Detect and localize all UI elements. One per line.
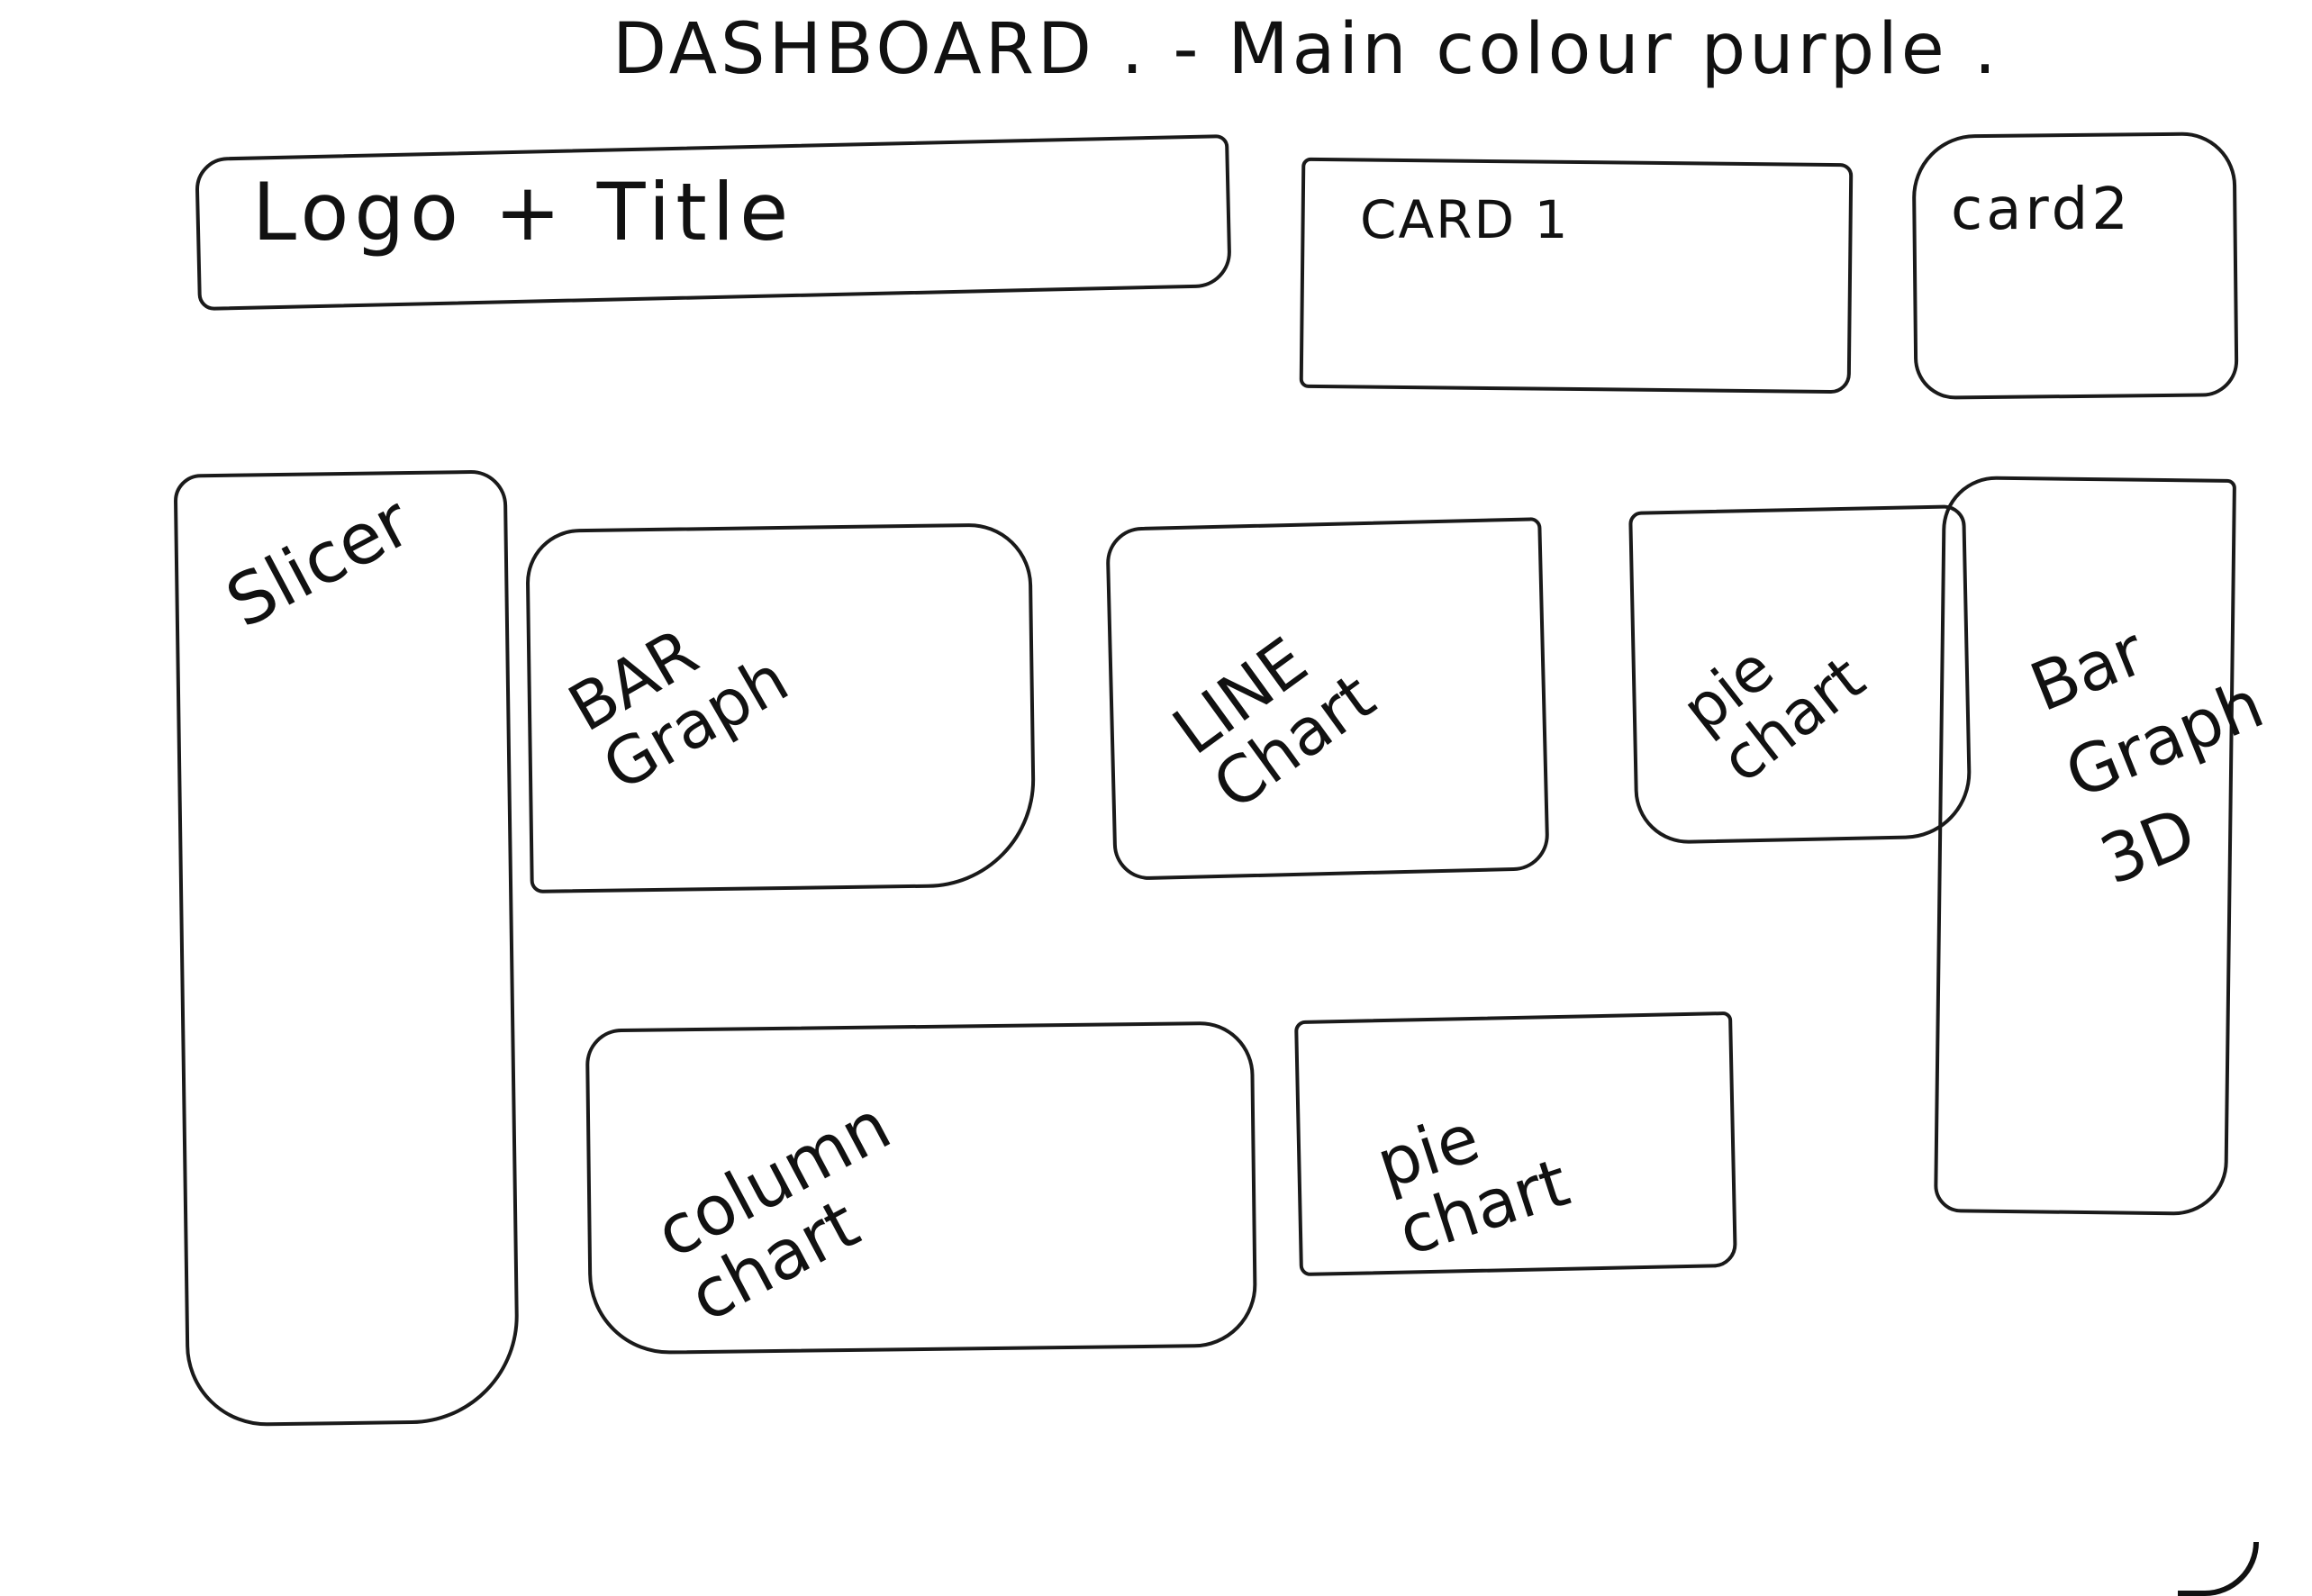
page-heading: DASHBOARD . - Main colour purple . bbox=[612, 9, 2000, 90]
card-2-label: card2 bbox=[1951, 177, 2132, 243]
logo-title-label: Logo + Title bbox=[252, 166, 794, 258]
sketch-sheet: DASHBOARD . - Main colour purple . Logo … bbox=[173, 9, 2274, 1596]
card-2-box bbox=[1911, 131, 2239, 400]
slicer-box bbox=[173, 469, 521, 1428]
card-1-label: CARD 1 bbox=[1360, 189, 1570, 250]
page-corner-mark bbox=[2178, 1542, 2259, 1596]
